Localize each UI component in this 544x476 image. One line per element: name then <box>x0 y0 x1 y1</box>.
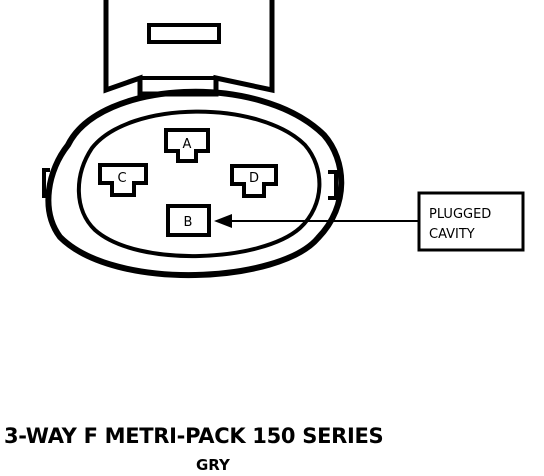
connector-latch-housing <box>103 0 275 97</box>
connector-title: 3-WAY F METRI-PACK 150 SERIES <box>4 424 384 448</box>
plugged-cavity-callout: PLUGGED CAVITY <box>417 191 525 252</box>
svg-text:D: D <box>249 171 259 186</box>
cavity-d: D <box>230 164 278 198</box>
svg-text:A: A <box>183 137 192 152</box>
cavity-a: A <box>164 128 210 163</box>
plugged-cavity-leader-arrow <box>214 214 420 228</box>
connector-body <box>42 88 345 278</box>
connector-color: GRY <box>196 456 230 474</box>
side-tab-right <box>328 170 338 200</box>
cavity-b-plugged: B <box>166 204 211 237</box>
connector-inner-shell <box>76 109 322 258</box>
connector-outer-shell <box>45 88 345 278</box>
svg-text:PLUGGED: PLUGGED <box>429 207 491 222</box>
svg-text:CAVITY: CAVITY <box>429 227 475 242</box>
svg-text:C: C <box>117 171 126 186</box>
side-tab-left <box>42 168 50 198</box>
cavity-c: C <box>98 163 148 197</box>
svg-text:B: B <box>184 215 193 230</box>
